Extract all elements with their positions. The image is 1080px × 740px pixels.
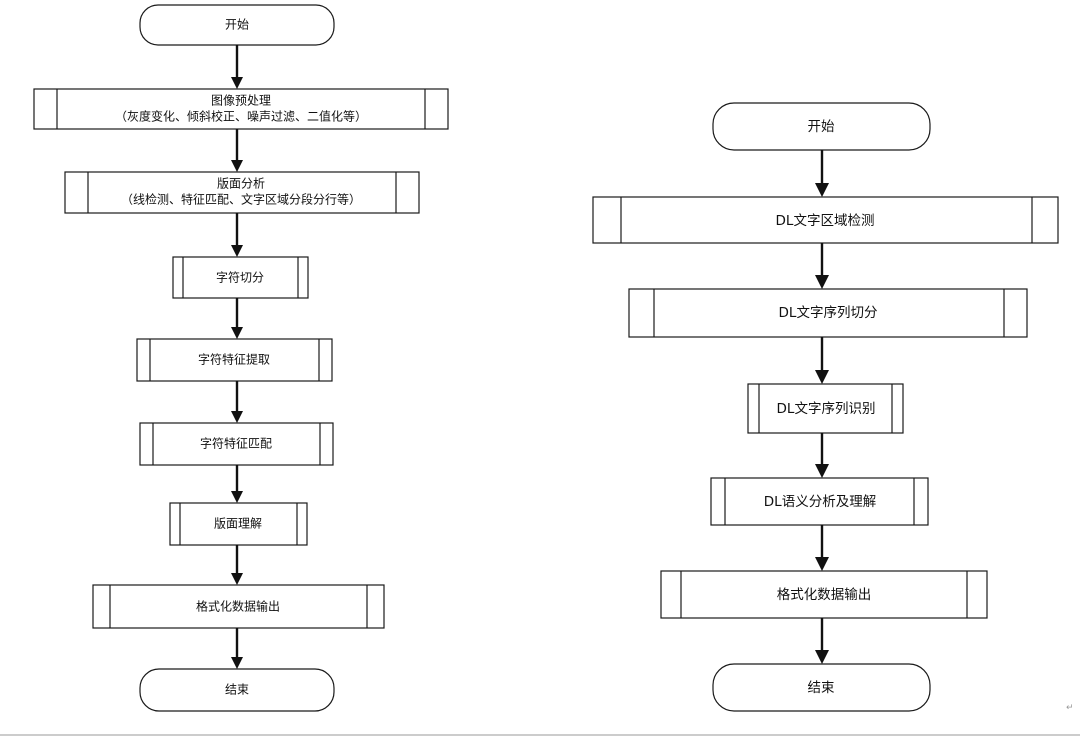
left-start-node: 开始 xyxy=(139,4,335,46)
left-step-segmentation-label: 字符切分 xyxy=(216,270,264,285)
right-end-node: 结束 xyxy=(712,663,931,712)
right-arrow-6 xyxy=(815,618,829,664)
left-step-preprocess: 图像预处理 （灰度变化、倾斜校正、噪声过滤、二值化等） xyxy=(33,88,449,130)
left-arrow-1 xyxy=(231,45,243,89)
left-step-char-segmentation: 字符切分 xyxy=(172,256,309,299)
right-end-label: 结束 xyxy=(808,680,836,696)
right-arrow-4 xyxy=(815,433,829,478)
paragraph-mark-icon: ↵ xyxy=(1066,703,1074,713)
left-step-feature-extraction: 字符特征提取 xyxy=(136,338,333,382)
right-flowchart: 开始 DL文字区域检测 DL文字序列切分 DL文字序列识别 xyxy=(592,102,1059,712)
left-end-label: 结束 xyxy=(225,683,249,697)
right-arrow-5 xyxy=(815,525,829,571)
left-start-label: 开始 xyxy=(225,18,249,32)
left-arrow-6 xyxy=(231,465,243,503)
left-arrow-4 xyxy=(231,298,243,339)
right-step-detection-label: DL文字区域检测 xyxy=(776,213,875,229)
left-end-node: 结束 xyxy=(139,668,335,712)
left-step-preprocess-detail: （灰度变化、倾斜校正、噪声过滤、二值化等） xyxy=(115,109,367,124)
left-arrow-8 xyxy=(231,628,243,669)
left-step-layout-understanding: 版面理解 xyxy=(169,502,308,546)
right-start-node: 开始 xyxy=(712,102,931,151)
right-arrow-3 xyxy=(815,337,829,384)
left-arrow-2 xyxy=(231,129,243,172)
right-step-text-detection: DL文字区域检测 xyxy=(592,196,1059,244)
left-step-layout-detail: （线检测、特征匹配、文字区域分段分行等） xyxy=(121,192,361,207)
right-arrow-1 xyxy=(815,150,829,197)
right-start-label: 开始 xyxy=(808,119,836,135)
right-step-segmentation-label: DL文字序列切分 xyxy=(779,305,878,321)
left-arrow-5 xyxy=(231,381,243,423)
left-arrow-7 xyxy=(231,545,243,585)
right-step-semantic-label: DL语义分析及理解 xyxy=(764,494,876,510)
right-step-sequence-segmentation: DL文字序列切分 xyxy=(628,288,1028,338)
right-step-semantic-analysis: DL语义分析及理解 xyxy=(710,477,929,526)
right-step-formatted-output: 格式化数据输出 xyxy=(660,570,988,619)
left-step-preprocess-title: 图像预处理 xyxy=(211,94,271,108)
right-connectors xyxy=(815,150,829,664)
right-step-sequence-recognition: DL文字序列识别 xyxy=(747,383,904,434)
left-step-feature-matching: 字符特征匹配 xyxy=(139,422,334,466)
left-step-extraction-label: 字符特征提取 xyxy=(198,352,270,367)
right-step-output-label: 格式化数据输出 xyxy=(777,587,872,603)
left-step-layout-title: 版面分析 xyxy=(217,177,265,191)
left-flowchart: 开始 图像预处理 （灰度变化、倾斜校正、噪声过滤、二值化等） 版面分析 （线检测… xyxy=(33,4,449,712)
left-arrow-3 xyxy=(231,213,243,257)
left-step-understanding-label: 版面理解 xyxy=(214,517,262,531)
left-connectors xyxy=(231,45,243,669)
left-step-layout-analysis: 版面分析 （线检测、特征匹配、文字区域分段分行等） xyxy=(64,171,420,214)
left-step-output-label: 格式化数据输出 xyxy=(196,599,280,614)
left-step-matching-label: 字符特征匹配 xyxy=(200,436,272,451)
left-step-formatted-output: 格式化数据输出 xyxy=(92,584,385,629)
right-arrow-2 xyxy=(815,243,829,289)
right-step-recognition-label: DL文字序列识别 xyxy=(777,401,876,417)
